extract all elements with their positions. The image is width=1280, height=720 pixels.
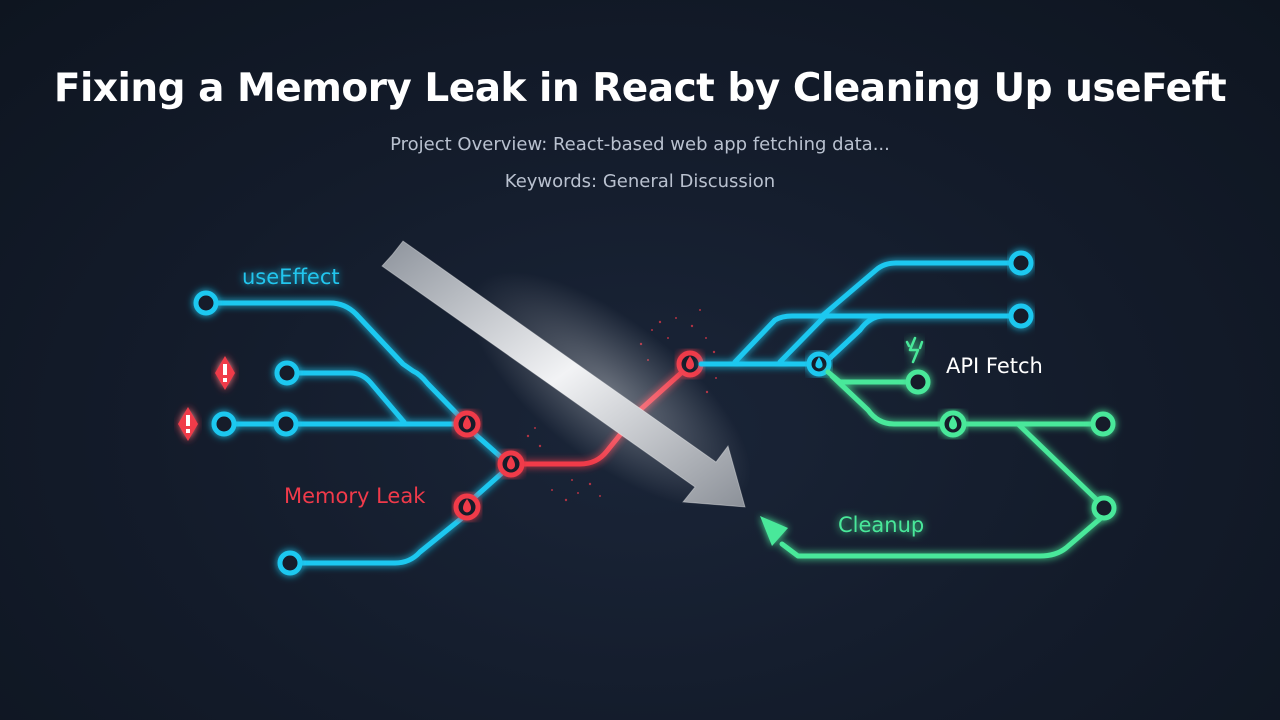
- effect-line-bottom-rise: [472, 470, 505, 500]
- fetch-node-middle: [1008, 303, 1034, 329]
- effect-line-top: [213, 300, 470, 427]
- fetch-line-upper: [732, 260, 1013, 365]
- cleanup-line-branch: [829, 373, 945, 427]
- warning-icon: [178, 407, 198, 441]
- effect-lines: [213, 300, 505, 566]
- use-effect-label: useEffect: [242, 265, 340, 289]
- cleanup-node-bottom: [1091, 495, 1117, 521]
- droplet-icon: [453, 410, 481, 438]
- effect-node-mid: [274, 360, 300, 386]
- cleanup-arrowhead: [760, 516, 788, 546]
- cleanup-line-return: [779, 515, 1104, 559]
- effect-node-bottom: [277, 550, 303, 576]
- effect-node-top: [193, 290, 219, 316]
- cleanup-node-fetch: [905, 369, 931, 395]
- effect-nodes: [193, 290, 303, 576]
- droplet-icon: [806, 351, 832, 377]
- fetch-line-middle-rise: [827, 313, 887, 361]
- lightning-icon: [905, 336, 924, 364]
- effect-node-main: [273, 411, 299, 437]
- arrow-icon: [381, 240, 746, 508]
- droplet-icon: [497, 450, 525, 478]
- effect-node-left: [211, 411, 237, 437]
- fetch-lines: [698, 260, 1013, 367]
- cleanup-lines: [779, 369, 1104, 559]
- cleanup-label: Cleanup: [838, 513, 924, 537]
- api-fetch-label: API Fetch: [946, 354, 1043, 378]
- project-overview: Project Overview: React-based web app fe…: [390, 134, 890, 155]
- effect-line-mid: [294, 370, 407, 425]
- memory-leak-label: Memory Leak: [284, 484, 426, 508]
- cleanup-nodes: [905, 369, 1117, 521]
- warning-icon: [215, 356, 235, 390]
- effect-line-bottom: [298, 515, 465, 566]
- droplet-icon: [453, 493, 481, 521]
- cleanup-line-diag: [1015, 421, 1100, 503]
- effect-line-converge: [473, 432, 505, 461]
- droplet-icon: [939, 410, 967, 438]
- page-title: Fixing a Memory Leak in React by Cleanin…: [53, 66, 1227, 111]
- fetch-node-top: [1008, 250, 1034, 276]
- keywords-line: Keywords: General Discussion: [504, 171, 776, 192]
- fetch-nodes: [1008, 250, 1034, 329]
- cleanup-node-right: [1090, 411, 1116, 437]
